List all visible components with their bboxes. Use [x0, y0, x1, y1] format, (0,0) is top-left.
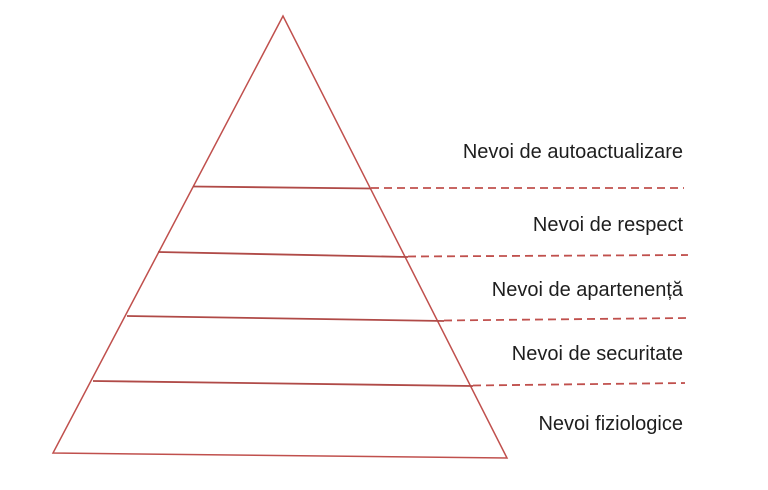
- level-label-apartenenta: Nevoi de apartenență: [491, 279, 683, 301]
- level-label-securitate: Nevoi de securitate: [511, 343, 683, 365]
- level-divider-line-4: [92, 380, 474, 387]
- level-label-respect: Nevoi de respect: [532, 214, 683, 236]
- level-divider-line-2: [157, 251, 409, 258]
- level-label-autoactualizare: Nevoi de autoactualizare: [462, 141, 683, 163]
- pyramid-outline: [51, 14, 509, 459]
- level-label-fiziologice: Nevoi fiziologice: [538, 413, 683, 435]
- dashed-leader-line-3: [443, 317, 688, 322]
- dashed-leader-line-2: [407, 254, 689, 258]
- level-divider-line-3: [126, 315, 445, 322]
- level-divider-line-1: [192, 185, 372, 190]
- dashed-leader-line-4: [472, 382, 686, 387]
